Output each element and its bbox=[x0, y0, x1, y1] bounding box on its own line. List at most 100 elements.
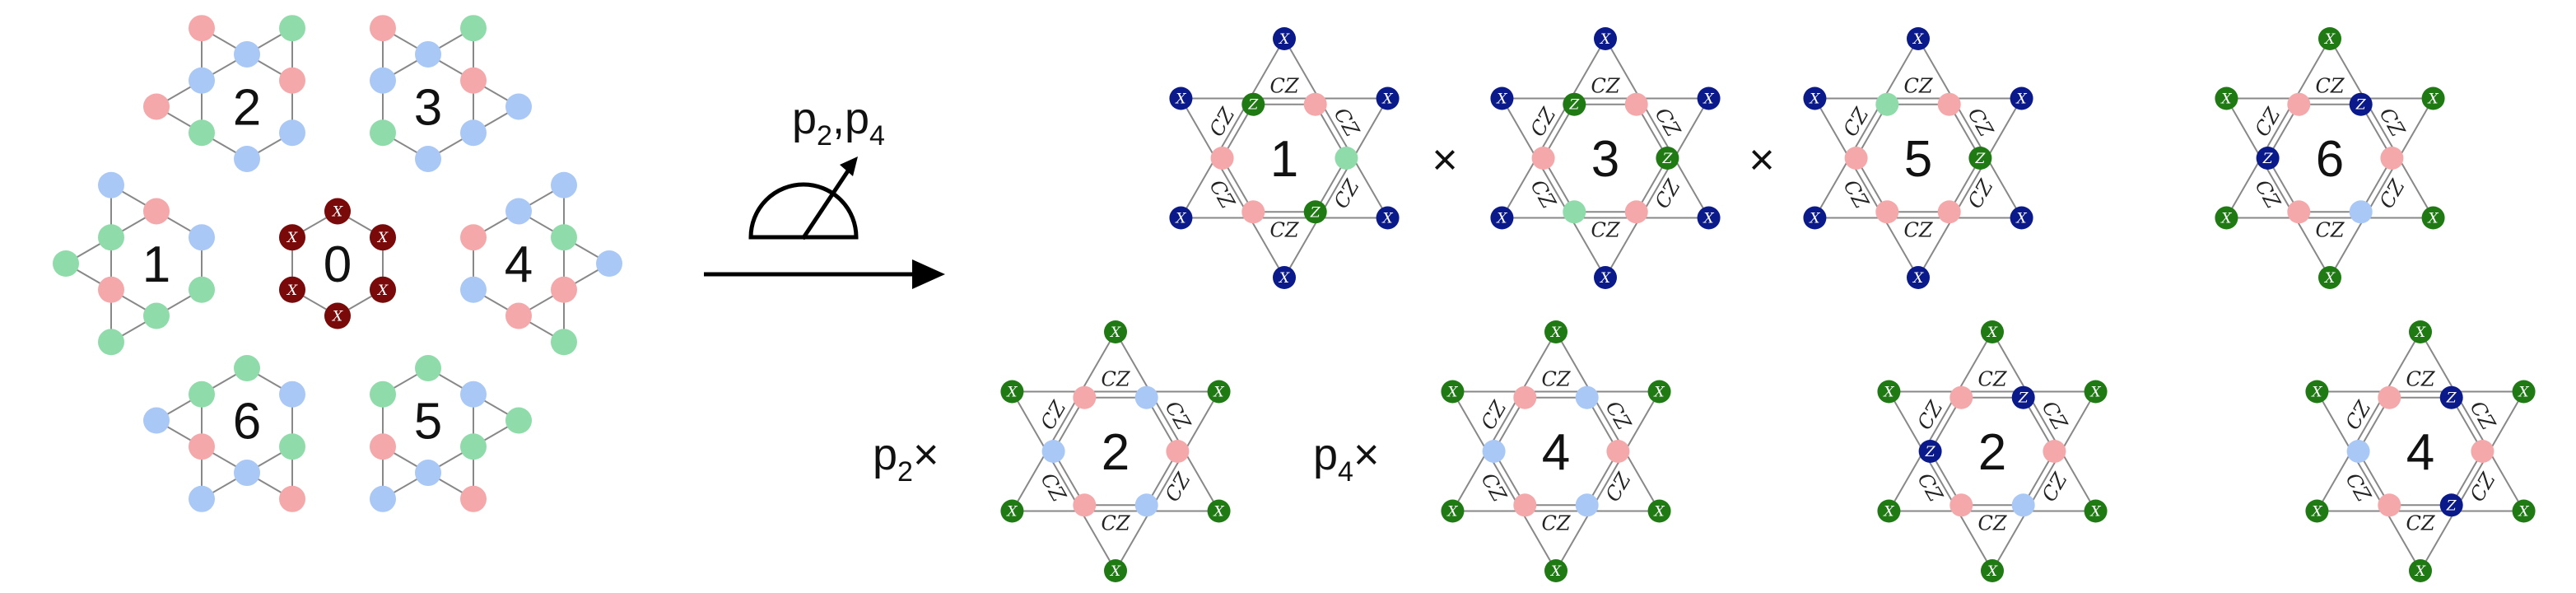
outer-node-label: X bbox=[1005, 504, 1018, 521]
star-outer-node bbox=[2010, 206, 2033, 230]
lattice-node bbox=[460, 224, 487, 251]
lattice-node bbox=[279, 485, 305, 512]
star-outer-node bbox=[1490, 206, 1514, 230]
outer-node-label: X bbox=[1912, 270, 1924, 287]
outer-node-label: X bbox=[1882, 385, 1894, 401]
star-inner-node bbox=[1303, 200, 1327, 224]
lattice-node bbox=[98, 171, 124, 198]
star-triangle bbox=[1813, 97, 2024, 279]
outer-node-label: X bbox=[1278, 270, 1290, 287]
star-inner-node bbox=[1949, 385, 1973, 409]
cz-label: CZ bbox=[1977, 511, 2007, 535]
outer-node-label: X bbox=[1599, 31, 1611, 48]
outer-node-label: X bbox=[1986, 563, 1998, 580]
outer-node-label: X bbox=[2323, 270, 2336, 287]
outer-node-label: X bbox=[1005, 385, 1018, 401]
cz-label: CZ bbox=[2341, 469, 2376, 506]
cz-label: CZ bbox=[1526, 103, 1561, 140]
measurement-label: p2,p4 bbox=[792, 94, 885, 152]
cz-label: CZ bbox=[1601, 397, 1636, 434]
lattice-node bbox=[551, 276, 577, 303]
meter-icon bbox=[748, 182, 859, 240]
lattice-node bbox=[53, 250, 79, 277]
star-outer-node bbox=[2318, 266, 2341, 289]
star-outer-node bbox=[1647, 499, 1671, 523]
lattice-node bbox=[460, 276, 487, 303]
star-inner-node bbox=[2011, 385, 2035, 409]
cz-label: CZ bbox=[1101, 368, 1130, 391]
cz-label: CZ bbox=[1963, 175, 1998, 212]
lattice-node bbox=[279, 433, 305, 460]
lattice-node bbox=[279, 67, 305, 94]
star-triangle bbox=[1451, 330, 1661, 512]
star-outer-node bbox=[1544, 559, 1567, 582]
star-outer-node bbox=[1273, 266, 1296, 289]
star-inner-node bbox=[1513, 385, 1537, 409]
outer-node-label: X bbox=[1446, 385, 1458, 401]
lattice-node bbox=[505, 302, 532, 329]
outer-node-label: X bbox=[1109, 563, 1121, 580]
lattice-node-x bbox=[279, 276, 305, 303]
star-inner-node bbox=[1624, 92, 1648, 116]
outer-node-label: X bbox=[2220, 211, 2232, 227]
outer-node-label: X bbox=[2089, 504, 2102, 521]
cz-label: CZ bbox=[1205, 175, 1240, 212]
lattice-node bbox=[234, 145, 260, 172]
cz-label: CZ bbox=[1161, 468, 1195, 505]
outer-node-label: X bbox=[1599, 270, 1611, 287]
outer-node-label: X bbox=[2427, 211, 2439, 227]
star-outer-node bbox=[1169, 206, 1193, 230]
lattice-node bbox=[279, 381, 305, 408]
hexagon-label-5: 5 bbox=[414, 394, 442, 451]
star-center-label: 5 bbox=[1904, 131, 1932, 188]
star-inner-node bbox=[1875, 200, 1899, 224]
lattice-node bbox=[98, 276, 124, 303]
inner-node-z: Z bbox=[2355, 97, 2367, 114]
node-x-label: X bbox=[331, 309, 343, 325]
outer-node-label: X bbox=[2220, 91, 2232, 108]
cz-label: CZ bbox=[2038, 397, 2072, 434]
lattice-node bbox=[234, 355, 260, 382]
lattice-node bbox=[460, 67, 487, 94]
lattice-node bbox=[189, 433, 215, 460]
star-inner-node bbox=[1949, 493, 1973, 517]
star-triangle bbox=[2224, 97, 2435, 279]
lattice-node bbox=[460, 485, 487, 512]
star-center-label: 6 bbox=[2316, 131, 2344, 188]
outer-node-label: X bbox=[1653, 385, 1665, 401]
lattice-node bbox=[143, 302, 170, 329]
lattice-node bbox=[189, 15, 215, 42]
cz-label: CZ bbox=[1036, 396, 1071, 433]
outer-node-label: X bbox=[1986, 325, 1998, 341]
outer-node-label: X bbox=[1808, 211, 1820, 227]
lattice-node bbox=[551, 224, 577, 251]
cz-label: CZ bbox=[2341, 396, 2376, 433]
star-outer-node bbox=[1697, 206, 1721, 230]
node-x-label: X bbox=[331, 203, 343, 220]
star-inner-node bbox=[2349, 200, 2373, 224]
star-inner-node bbox=[2346, 440, 2370, 463]
star-inner-node bbox=[1844, 147, 1868, 170]
lattice-node bbox=[460, 119, 487, 147]
star-inner-node bbox=[2287, 92, 2311, 116]
star-inner-node bbox=[1575, 385, 1599, 409]
star-inner-node bbox=[2011, 493, 2035, 517]
star-outer-node bbox=[1376, 86, 1400, 110]
inner-node-z: Z bbox=[1925, 444, 1936, 460]
star-outer-node bbox=[1273, 27, 1296, 50]
outer-node-label: X bbox=[2310, 504, 2322, 521]
outer-node-label: X bbox=[1213, 504, 1225, 521]
star-inner-node bbox=[1482, 440, 1506, 463]
star-outer-node bbox=[1803, 86, 1827, 110]
star-inner-node bbox=[2349, 92, 2373, 116]
inner-node-z: Z bbox=[1568, 97, 1580, 114]
inner-node-z: Z bbox=[1661, 151, 1673, 167]
lattice-node bbox=[370, 381, 396, 408]
star-outer-node bbox=[1544, 320, 1567, 343]
star-inner-node bbox=[1073, 385, 1097, 409]
outer-node-label: X bbox=[2427, 91, 2439, 108]
cz-label: CZ bbox=[2251, 103, 2285, 140]
